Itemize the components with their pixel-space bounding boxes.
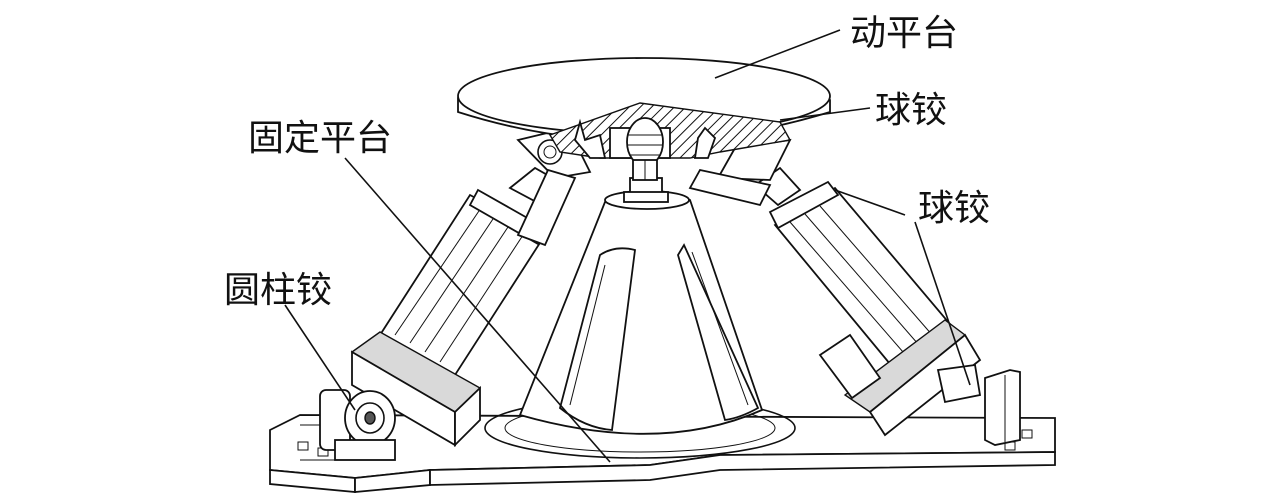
moving-platform [457,57,831,247]
cylindrical-joint-label: 圆柱铰 [224,270,332,311]
moving-platform-label: 动平台 [850,13,958,54]
right-actuator-leg [753,166,982,437]
cylindrical-joint-left [319,389,396,461]
fixed-platform-label: 固定平台 [248,118,392,159]
right-support-block [984,369,1021,446]
left-actuator-leg [350,166,567,448]
ball-joint-top-label: 球铰 [875,90,947,131]
ball-joint-right-label: 球铰 [918,188,990,229]
fixed-platform-cone [518,177,764,435]
leader-lines [284,29,971,463]
